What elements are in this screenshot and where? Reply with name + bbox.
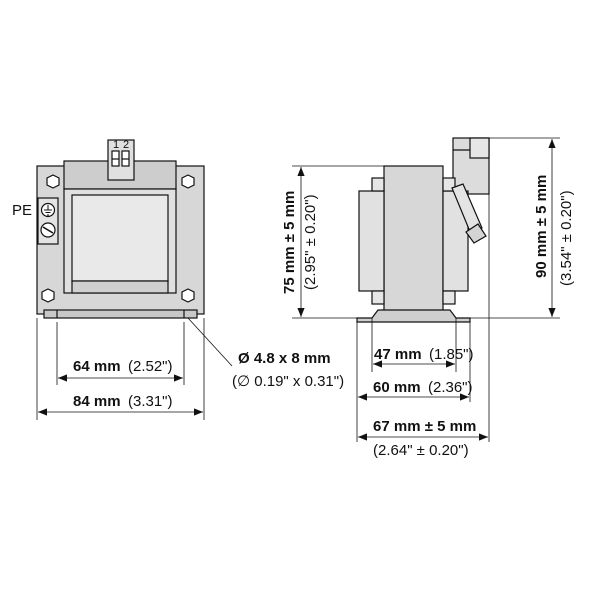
side-coil-left: [358, 190, 385, 292]
width-84-label: 84 mm (3.31"): [73, 393, 173, 410]
terminal-1-label: 1: [113, 139, 119, 151]
hole-size-label: Ø 4.8 x 8 mm: [238, 350, 331, 367]
side-view: [356, 137, 490, 323]
hole-size-inch-label: (∅ 0.19" x 0.31"): [232, 373, 344, 390]
front-view: [36, 139, 205, 319]
hex-screw-bottom-right: [181, 288, 195, 303]
side-dimension-lines: [292, 137, 560, 442]
front-dimension-lines: [36, 317, 233, 420]
pe-label: PE: [12, 202, 32, 219]
height-90-label: 90 mm ± 5 mm: [533, 175, 550, 278]
depth-67-label: 67 mm ± 5 mm: [373, 418, 476, 435]
terminal-2-label: 2: [123, 139, 129, 151]
hole-leader-line: [187, 317, 233, 367]
depth-47-label: 47 mm (1.85"): [374, 346, 474, 363]
height-75-inch-label: (2.95" ± 0.20"): [302, 194, 319, 290]
hex-screw-top-right: [181, 174, 195, 189]
side-terminal: [451, 183, 483, 235]
side-core-body: [383, 165, 444, 315]
depth-67-inch-label: (2.64" ± 0.20"): [373, 442, 469, 459]
hex-screw-bottom-left: [41, 288, 55, 303]
side-mounting-foot: [356, 309, 471, 323]
height-90-inch-label: (3.54" ± 0.20"): [558, 190, 575, 286]
hex-screw-top-left: [46, 174, 60, 189]
depth-60-label: 60 mm (2.36"): [373, 379, 473, 396]
width-64-label: 64 mm (2.52"): [73, 358, 173, 375]
front-base-foot: [43, 309, 198, 319]
height-75-label: 75 mm ± 5 mm: [281, 191, 298, 294]
